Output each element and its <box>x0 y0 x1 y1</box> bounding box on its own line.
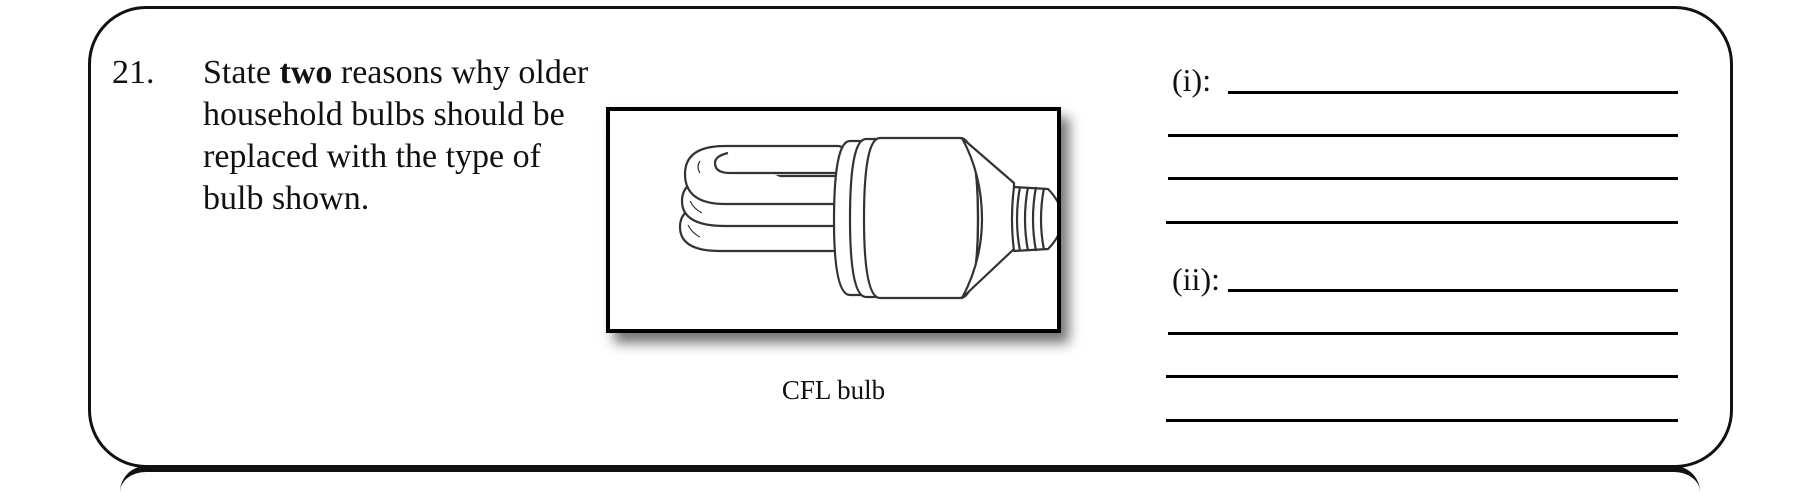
answer-ii-line-3[interactable] <box>1166 375 1678 378</box>
emphasis-two: two <box>279 54 333 91</box>
answer-i-line-1[interactable] <box>1228 91 1678 94</box>
next-question-card-edge <box>120 466 1700 492</box>
answer-ii-line-1[interactable] <box>1228 289 1678 292</box>
answer-ii-line-4[interactable] <box>1166 419 1678 422</box>
bulb-figure-frame <box>606 107 1061 333</box>
answer-label-ii: (ii): <box>1172 261 1220 297</box>
cfl-bulb-icon <box>678 136 1057 300</box>
answer-ii-line-2[interactable] <box>1168 332 1678 335</box>
question-text: State two reasons why older household bu… <box>203 54 589 217</box>
answer-label-i: (i): <box>1172 62 1212 98</box>
answer-i-line-2[interactable] <box>1168 134 1678 137</box>
question-number: 21. <box>112 54 155 91</box>
figure-caption: CFL bulb <box>781 375 886 405</box>
answer-i-line-4[interactable] <box>1166 221 1678 224</box>
answer-i-line-3[interactable] <box>1168 177 1678 180</box>
